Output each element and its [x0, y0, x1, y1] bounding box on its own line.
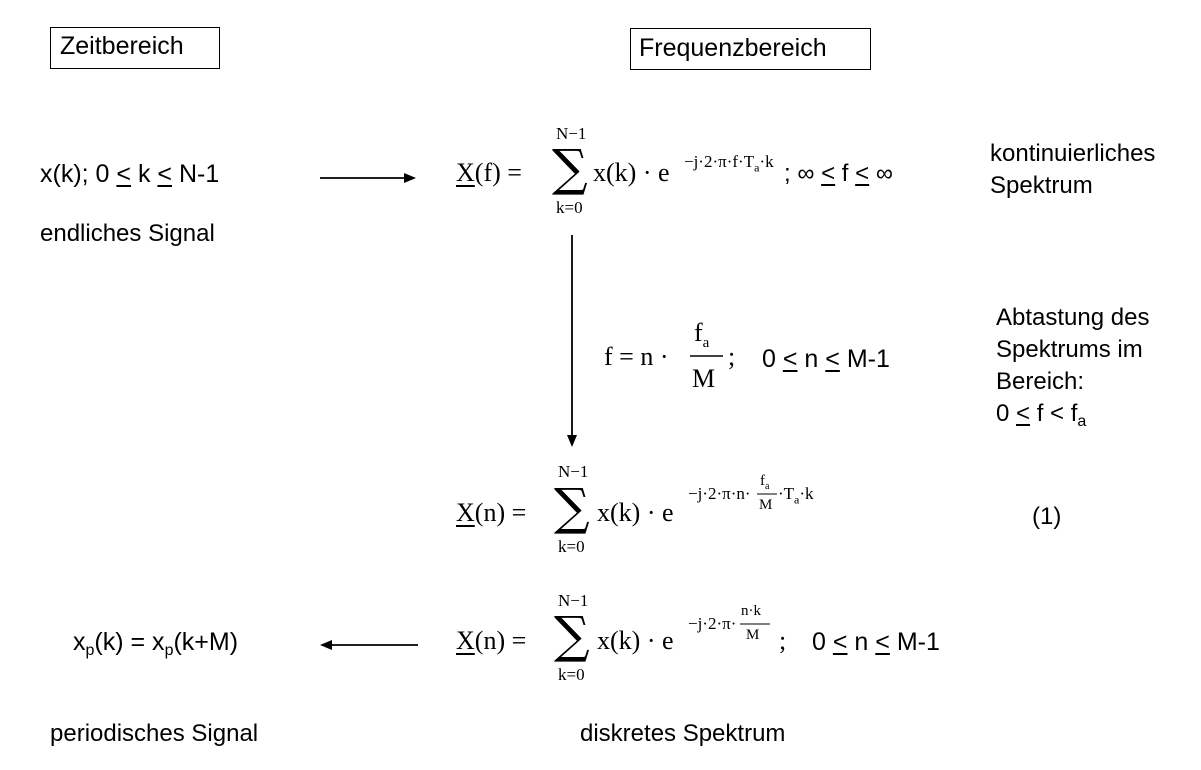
time-domain-label: Zeitbereich [60, 32, 184, 60]
continuous-spectrum-note: kontinuierliches Spektrum [990, 140, 1156, 199]
eq2-exponent-den: M [759, 497, 773, 513]
eq1-lhs: X(f) = [456, 158, 522, 187]
eq2-sum-lower: k=0 [558, 537, 585, 556]
eq1-sum-symbol: ∑ [552, 139, 588, 197]
sampling-separator: ; [728, 342, 736, 371]
frequency-domain-header: Frequenzbereich [630, 28, 871, 70]
periodic-signal-definition: xp(k) = xp(k+M) [73, 628, 239, 659]
eq3-exponent-pre: −j·2·π· [688, 614, 737, 633]
finite-signal-definition: x(k); 0 < k < N-1 [40, 160, 220, 188]
time-domain-header: Zeitbereich [50, 27, 220, 69]
eq3-exponent-num: n·k [741, 603, 761, 619]
eq1-range: ; ∞ < f < ∞ [784, 160, 893, 187]
eq1-sum-upper: N−1 [556, 124, 587, 143]
sampling-range: 0 < n < M-1 [762, 345, 890, 373]
eq1-body: x(k) · e [593, 158, 670, 187]
frequency-domain-label: Frequenzbereich [639, 34, 827, 62]
sampling-f-equals: f = n · [604, 342, 669, 371]
sampling-fraction-den: M [692, 364, 716, 393]
sampling-note: Abtastung des Spektrums im Bereich: 0 < … [996, 304, 1150, 430]
periodic-signal-caption: periodisches Signal [50, 720, 259, 747]
eq2-body: x(k) · e [597, 498, 674, 527]
eq2-lhs: X(n) = [456, 498, 527, 527]
eq2-exponent-num: fa [760, 473, 770, 492]
eq1-exponent: −j·2·π·f·Ta·k [684, 152, 774, 175]
eq3-body: x(k) · e [597, 626, 674, 655]
sampling-fraction-num: fa [694, 318, 710, 352]
eq3-exponent-den: M [746, 627, 760, 643]
eq3-sum-upper: N−1 [558, 591, 589, 610]
eq3-sum-symbol: ∑ [554, 606, 590, 664]
discrete-spectrum-caption: diskretes Spektrum [580, 720, 786, 747]
eq1-sum-lower: k=0 [556, 198, 583, 217]
finite-signal-caption: endliches Signal [40, 220, 215, 247]
eq3-sum-lower: k=0 [558, 665, 585, 684]
eq3-range: 0 < n < M-1 [812, 628, 940, 656]
eq2-exponent-post: ·Ta·k [778, 484, 814, 507]
eq2-sum-upper: N−1 [558, 462, 589, 481]
eq2-sum-symbol: ∑ [554, 478, 590, 536]
eq3-separator: ; [779, 626, 787, 655]
eq2-label: (1) [1032, 503, 1062, 530]
eq3-lhs: X(n) = [456, 626, 527, 655]
eq2-exponent-pre: −j·2·π·n· [688, 484, 751, 503]
